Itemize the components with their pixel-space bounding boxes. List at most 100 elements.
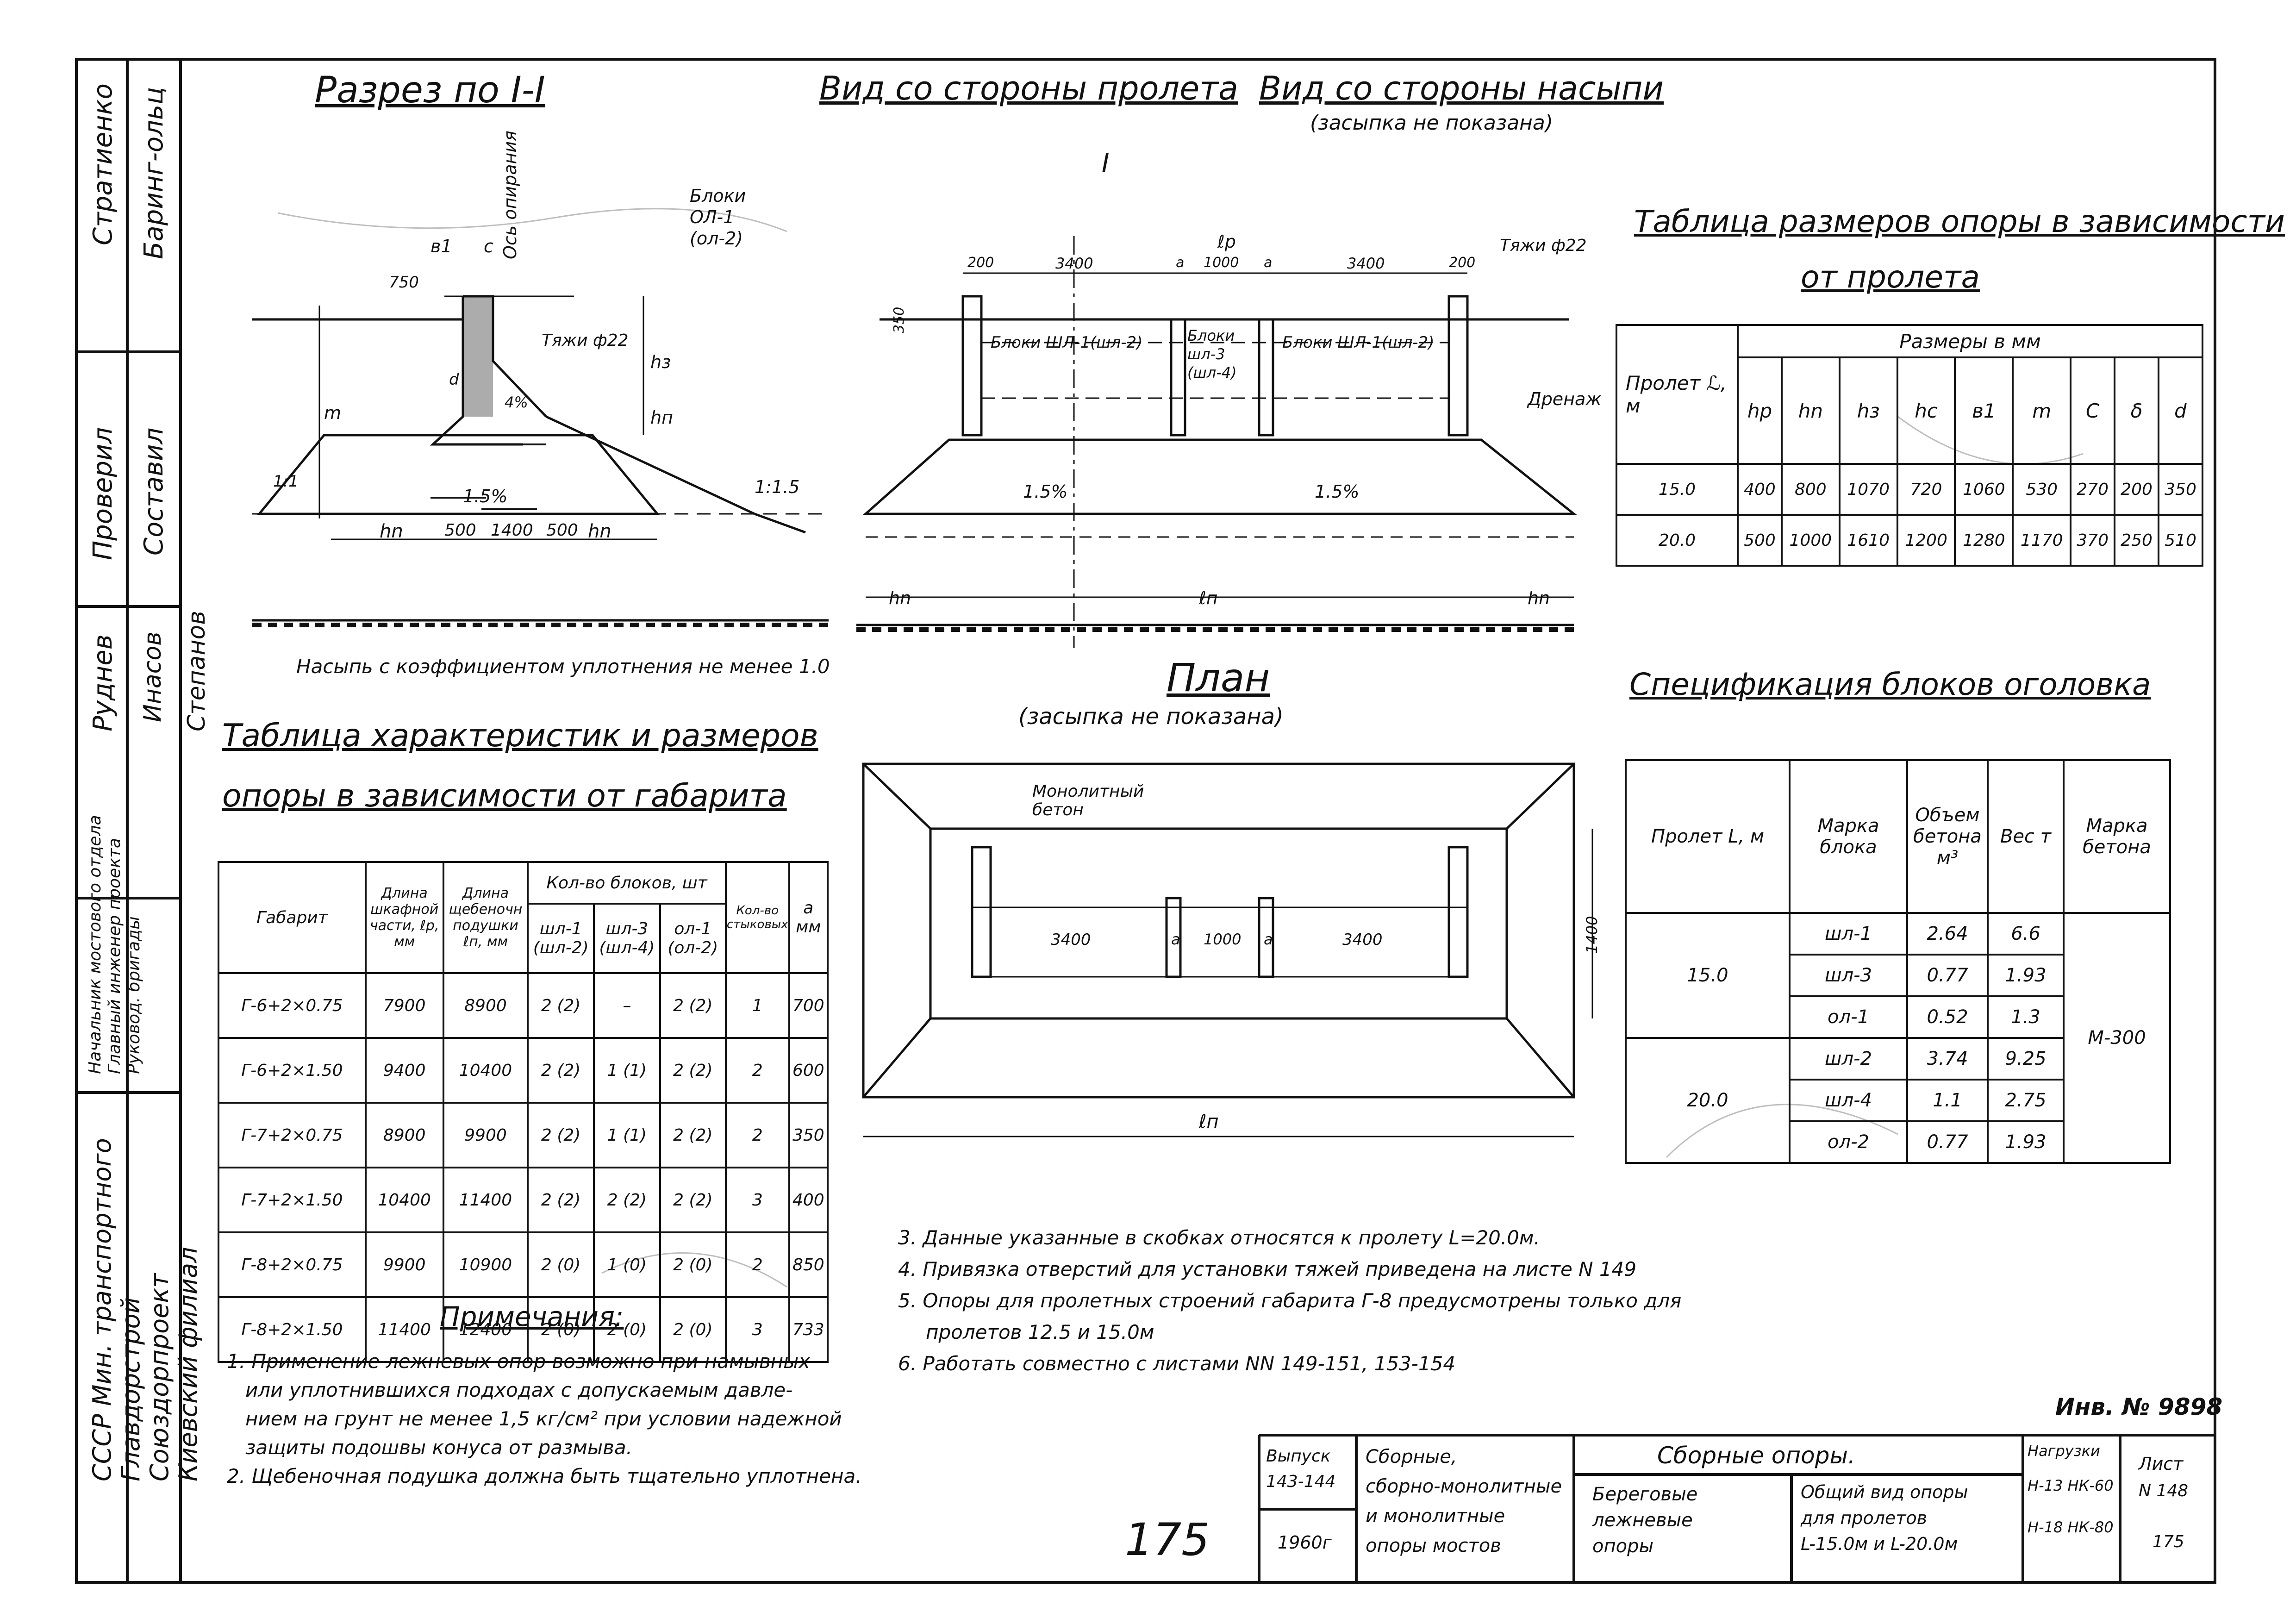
- view-fill-label-hn2: hn: [1528, 588, 1550, 608]
- tb-loads-label: Нагрузки: [2028, 1442, 2100, 1460]
- char-cell: 2 (0): [659, 1231, 727, 1298]
- dims-header: m: [2012, 356, 2072, 465]
- dims-cell: 1000: [1780, 514, 1841, 567]
- tb-series-line: сборно-монолитные: [1366, 1476, 1562, 1497]
- view-fill-label-1: Блоки ШЛ-1(шл-2): [991, 333, 1143, 352]
- tb-year: 1960г: [1278, 1532, 1332, 1553]
- char-header: Кол-во стыковых: [724, 861, 790, 974]
- char-cell: 10400: [442, 1037, 529, 1104]
- dims-cell: 400: [1737, 463, 1783, 516]
- spec-cell: 0.77: [1906, 954, 1989, 997]
- tb-load-1: Н-13 НК-60: [2028, 1477, 2114, 1494]
- spec-cell: 6.6: [1987, 912, 2065, 956]
- inventory-number: Инв. № 9898: [2055, 1393, 2223, 1420]
- spec-table: Пролет L, м Марка блока Объем бетона м³ …: [1625, 759, 2171, 1164]
- spec-cell: 1.1: [1906, 1079, 1989, 1122]
- view-fill-dim-3400a: 3400: [1055, 255, 1093, 272]
- char-cell: 2 (0): [527, 1296, 595, 1363]
- view-fill-label-2: Блоки шл-3 (шл-4): [1187, 327, 1237, 381]
- tb-desc: Общий вид опоры для пролетов L-15.0м и L…: [1801, 1479, 1968, 1557]
- spec-cell: ол-2: [1789, 1120, 1908, 1164]
- tb-series-line: Сборные,: [1366, 1446, 1457, 1468]
- notes-title: Примечания:: [440, 1301, 624, 1332]
- view-fill-label-tie: Тяжи ф22: [1500, 236, 1587, 255]
- stamp-name-7: Степанов: [183, 611, 211, 731]
- char-cell: 9900: [364, 1231, 444, 1298]
- tb-title: Сборные опоры.: [1657, 1442, 1855, 1469]
- char-cell: 2: [724, 1037, 790, 1104]
- spec-cell: 0.52: [1906, 995, 1989, 1039]
- section-label-c: с: [484, 236, 493, 256]
- view-fill-dim-1000: 1000: [1204, 255, 1239, 271]
- dims-cell: 250: [2114, 514, 2160, 567]
- dims-col-span: Пролет ℒ, м: [1616, 324, 1739, 465]
- section-label-hn1: hn: [380, 521, 403, 542]
- view-fill-label-slope2: 1.5%: [1315, 481, 1360, 502]
- char-cell: –: [593, 972, 661, 1039]
- dims-cell: 370: [2070, 514, 2116, 567]
- view-fill-dim-200a: 200: [967, 255, 994, 271]
- char-table-title-1: Таблица характеристик и размеров: [222, 718, 818, 754]
- dims-cell: 500: [1737, 514, 1783, 567]
- char-cell: Г-7+2×0.75: [218, 1102, 367, 1168]
- dims-cell: 800: [1780, 463, 1841, 516]
- note-line: нием на грунт не менее 1,5 кг/см² при ус…: [245, 1407, 842, 1430]
- view-fill-label-lr: ℓр: [1217, 231, 1236, 252]
- dims-cell: 350: [2158, 463, 2203, 516]
- spec-cell: 2.75: [1987, 1079, 2065, 1122]
- spec-cell: 3.74: [1906, 1037, 1989, 1081]
- dims-cell: 200: [2114, 463, 2160, 516]
- char-cell: 2 (2): [659, 972, 727, 1039]
- char-cell: 700: [788, 972, 829, 1039]
- char-header: Кол-во блоков, шт: [527, 861, 727, 905]
- dims-cell: 1610: [1838, 514, 1898, 567]
- char-cell: 600: [788, 1037, 829, 1104]
- char-cell: 2: [724, 1231, 790, 1298]
- char-cell: 10400: [364, 1167, 444, 1233]
- stamp-name-1: Стратиенко: [88, 83, 118, 245]
- notes-left: 1. Применение лежневых опор возможно при…: [227, 1347, 862, 1491]
- view-fill-label-drain: Дренаж: [1528, 389, 1602, 409]
- table-row: шл-4 1.1 2.75: [1626, 1079, 2170, 1122]
- plan-dim-3400a: 3400: [1051, 931, 1091, 949]
- stamp-name-6: Инасов: [139, 631, 167, 722]
- section-label-hn2: hn: [588, 521, 611, 542]
- table-row: 20.0 500 1000 1610 1200 1280 1170 370 25…: [1616, 514, 2203, 567]
- spec-cell: 0.77: [1906, 1120, 1989, 1164]
- char-cell: Г-7+2×1.50: [218, 1167, 367, 1233]
- view-fill-dim-a1: а: [1176, 255, 1185, 271]
- char-cell: 3: [724, 1296, 790, 1363]
- char-cell: 3: [724, 1167, 790, 1233]
- spec-span: 20.0: [1625, 1037, 1791, 1164]
- char-cell: 2 (0): [659, 1296, 727, 1363]
- table-row: 15.0 шл-1 2.64 6.6 М-300: [1625, 912, 2171, 1164]
- char-header: ол-1 (ол-2): [659, 903, 727, 974]
- char-table-title-2: опоры в зависимости от габарита: [222, 778, 787, 814]
- section-label-b1: в1: [430, 236, 452, 256]
- section-label-500a: 500: [444, 521, 476, 540]
- char-cell: 9400: [364, 1037, 444, 1104]
- view-span-title: Вид со стороны пролета: [819, 69, 1238, 107]
- dims-header: С: [2070, 356, 2116, 465]
- dims-cell: 1280: [1954, 514, 2014, 567]
- char-cell: Г-8+2×1.50: [218, 1296, 367, 1363]
- dims-cell: 1070: [1838, 463, 1898, 516]
- plan-dim-ln: ℓп: [1199, 1111, 1219, 1132]
- char-cell: 2 (2): [659, 1102, 727, 1168]
- view-fill-dim-350: 350: [891, 306, 907, 333]
- dims-cell: 1170: [2012, 514, 2072, 567]
- page-number: 175: [1125, 1514, 1210, 1566]
- section-label-1400: 1400: [491, 521, 533, 540]
- section-label-tie: Тяжи ф22: [542, 331, 629, 350]
- plan-subtitle: (засыпка не показана): [1018, 704, 1284, 730]
- char-cell: 7900: [364, 972, 444, 1039]
- char-cell: 10900: [442, 1231, 529, 1298]
- tb-series-line: и монолитные: [1366, 1505, 1505, 1527]
- spec-table-title: Спецификация блоков оголовка: [1629, 667, 2151, 702]
- char-cell: 1 (1): [593, 1102, 661, 1168]
